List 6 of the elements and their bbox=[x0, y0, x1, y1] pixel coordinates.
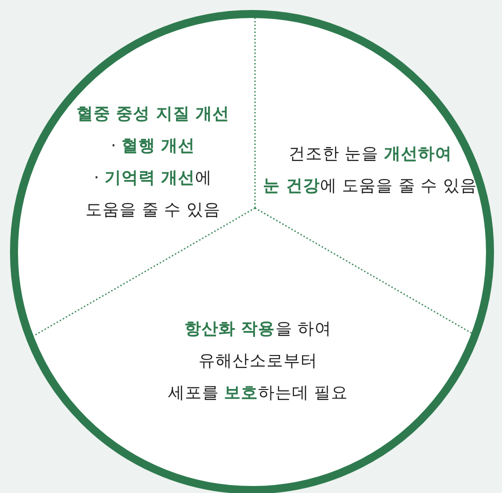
benefit-text: · 혈행 개선 bbox=[110, 135, 196, 157]
benefit-text: · 기억력 개선에 bbox=[92, 167, 214, 189]
benefit-text: 도움을 줄 수 있음 bbox=[84, 199, 222, 221]
benefit-text: 혈중 중성 지질 개선 bbox=[75, 103, 231, 125]
benefit-text: 건조한 눈을 개선하여 눈 건강에 도움을 줄 수 있음 bbox=[262, 143, 478, 197]
benefit-text: 항산화 작용을 하여 유해산소로부터 세포를 보호하는데 필요 bbox=[166, 318, 350, 404]
